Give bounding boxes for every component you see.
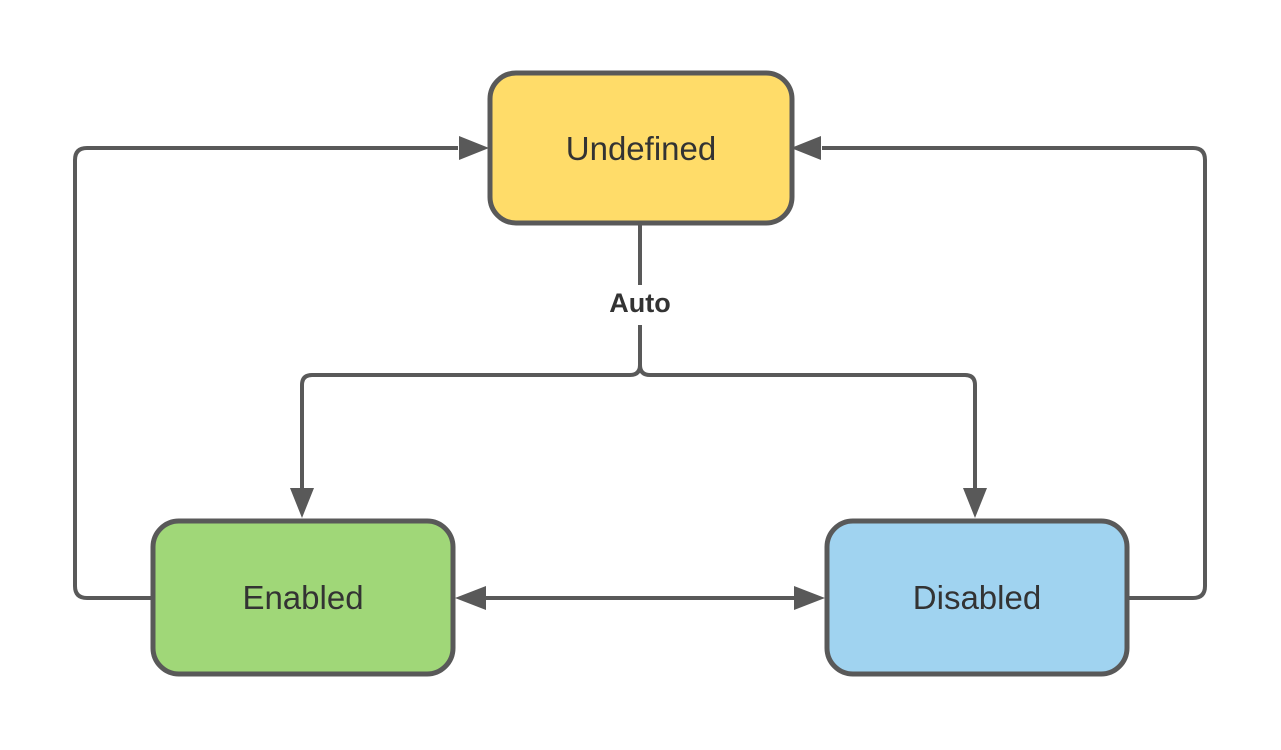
node-undefined-shape [487,70,795,226]
edge-right-loop [822,146,1207,600]
arrowhead-into-enabled-right [455,586,486,610]
node-enabled-shape [150,518,456,677]
edge-undefined-auto-fork: Auto [290,223,987,518]
edge-enabled-disabled-bidirectional [455,586,825,610]
arrowhead-into-disabled-left [794,586,825,610]
arrowhead-into-undefined-right [791,136,821,160]
node-disabled-shape [824,518,1130,677]
node-undefined-label: Undefined [566,130,716,167]
arrowhead-into-undefined-left [459,136,489,160]
node-enabled-label: Enabled [242,579,363,616]
edge-disabled-to-undefined [791,136,1207,600]
node-enabled[interactable]: Enabled [150,518,456,677]
edge-auto-branch-enabled [300,325,642,490]
arrowhead-into-enabled-top [290,488,314,518]
arrowhead-into-disabled-top [963,488,987,518]
edge-auto-branch-disabled [638,325,977,490]
node-undefined[interactable]: Undefined [487,70,795,226]
node-disabled-label: Disabled [913,579,1041,616]
edge-left-loop [73,146,458,600]
node-disabled[interactable]: Disabled [824,518,1130,677]
edge-enabled-to-undefined [73,136,489,600]
edge-label-auto: Auto [609,288,670,318]
